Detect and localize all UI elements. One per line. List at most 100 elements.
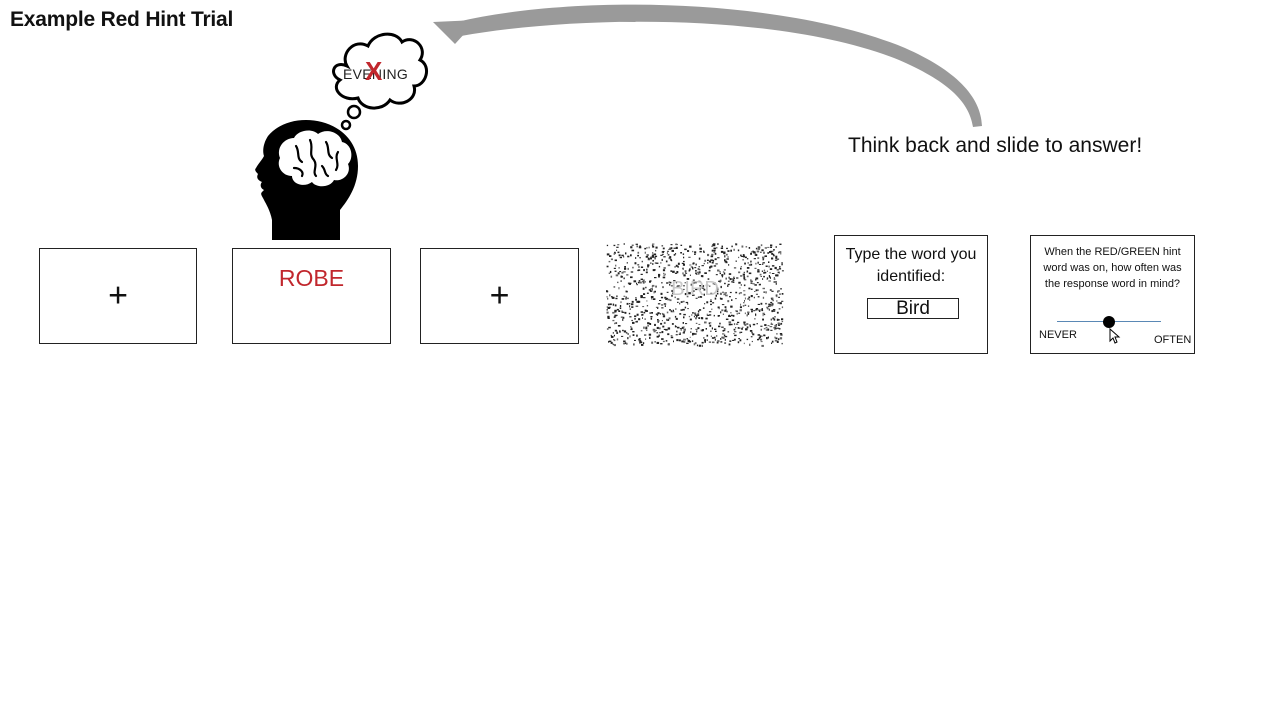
- noise-dot: [724, 306, 727, 309]
- noise-dot: [779, 293, 781, 295]
- noise-dot: [650, 296, 654, 298]
- noise-dot: [738, 281, 741, 284]
- noise-dot: [758, 336, 761, 339]
- noise-dot: [696, 314, 700, 316]
- noise-dot: [708, 314, 712, 316]
- noise-dot: [624, 266, 626, 268]
- noise-dot: [652, 259, 654, 262]
- noise-dot: [647, 322, 650, 325]
- noise-dot: [619, 307, 622, 309]
- noise-dot: [695, 289, 698, 291]
- noise-dot: [727, 256, 729, 258]
- noise-dot: [708, 311, 712, 313]
- response-input[interactable]: Bird: [867, 298, 959, 319]
- noise-dot: [766, 307, 769, 310]
- noise-dot: [662, 269, 666, 272]
- noise-dot: [621, 271, 624, 274]
- noise-dot: [746, 326, 749, 329]
- noise-dot: [768, 275, 770, 278]
- noise-dot: [684, 338, 686, 341]
- noise-dot: [607, 303, 610, 306]
- noise-dot: [713, 245, 715, 247]
- noise-dot: [756, 323, 758, 325]
- noise-dot: [613, 339, 615, 340]
- noise-dot: [691, 340, 694, 342]
- noise-dot: [710, 303, 712, 306]
- noise-dot: [661, 338, 664, 340]
- noise-dot: [739, 309, 742, 312]
- noise-dot: [648, 246, 650, 249]
- noise-dot: [647, 265, 649, 268]
- noise-dot: [663, 274, 665, 276]
- noise-dot: [719, 322, 721, 325]
- noise-dot: [775, 246, 777, 248]
- noise-dot: [692, 279, 695, 281]
- noise-dot: [614, 259, 617, 262]
- noise-dot: [671, 259, 673, 262]
- noise-dot: [654, 341, 656, 343]
- noise-dot: [735, 243, 737, 245]
- noise-dot: [774, 316, 776, 318]
- noise-dot: [658, 275, 660, 278]
- noise-dot: [652, 284, 655, 287]
- noise-dot: [710, 292, 713, 295]
- noise-dot: [729, 315, 732, 317]
- noise-dot: [611, 296, 613, 298]
- noise-dot: [630, 246, 633, 249]
- noise-dot: [643, 293, 646, 295]
- noise-dot: [746, 323, 749, 325]
- noise-dot: [714, 282, 716, 285]
- noise-dot: [646, 254, 649, 256]
- noise-dot: [741, 327, 743, 330]
- noise-dot: [719, 271, 721, 273]
- noise-dot: [701, 285, 705, 287]
- noise-dot: [742, 273, 745, 276]
- noise-dot: [717, 269, 720, 272]
- noise-dot: [645, 256, 649, 258]
- noise-dot: [666, 311, 669, 314]
- noise-dot: [706, 313, 708, 316]
- noise-dot: [674, 325, 677, 327]
- noise-dot: [700, 317, 703, 319]
- noise-dot: [761, 249, 764, 252]
- noise-dot: [682, 322, 684, 324]
- noise-dot: [693, 343, 696, 346]
- noise-dot: [713, 249, 716, 252]
- noise-dot: [776, 318, 779, 321]
- noise-dot: [773, 327, 776, 329]
- noise-dot: [770, 301, 773, 303]
- slider-thumb[interactable]: [1103, 316, 1115, 328]
- noise-dot: [748, 247, 751, 249]
- noise-dot: [662, 276, 666, 279]
- noise-dot: [638, 266, 640, 268]
- noise-dot: [673, 340, 674, 343]
- noise-dot: [649, 290, 653, 292]
- noise-dot: [675, 334, 678, 336]
- noise-dot: [780, 334, 783, 336]
- noise-dot: [682, 253, 685, 255]
- noise-dot: [650, 257, 652, 259]
- noise-dot: [778, 251, 780, 254]
- noise-dot: [660, 296, 664, 299]
- noise-dot: [750, 288, 753, 290]
- noise-dot: [688, 315, 691, 318]
- noise-dot: [690, 328, 692, 330]
- noise-dot: [713, 243, 716, 245]
- noise-dot: [755, 253, 758, 256]
- noise-dot: [690, 283, 694, 286]
- noise-dot: [735, 327, 737, 329]
- noise-dot: [736, 277, 739, 279]
- noise-dot: [671, 311, 675, 313]
- noise-dot: [723, 293, 726, 296]
- noise-dot: [703, 337, 705, 339]
- noise-dot: [758, 310, 761, 312]
- noise-dot: [608, 326, 611, 329]
- noise-dot: [683, 341, 686, 343]
- noise-dot: [689, 274, 691, 276]
- noise-dot: [780, 288, 782, 290]
- noise-dot: [661, 282, 663, 284]
- noise-dot: [766, 277, 769, 279]
- noise-dot: [610, 258, 613, 261]
- noise-dot: [613, 334, 615, 337]
- noise-dot: [606, 253, 610, 256]
